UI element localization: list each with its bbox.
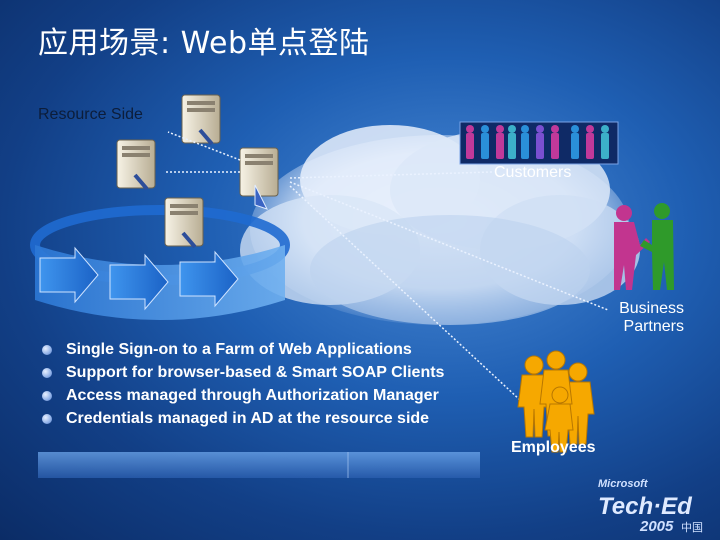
list-item: Support for browser-based & Smart SOAP C… [40,363,500,383]
bullet-icon [42,414,52,424]
list-item: Single Sign-on to a Farm of Web Applicat… [40,340,500,360]
bullet-text: Access managed through Authorization Man… [66,387,439,404]
business-partners-label-line2: Partners [623,318,684,335]
key-icon [133,128,268,249]
employees-label: Employees [511,439,596,456]
cloud-icon [240,125,640,325]
list-item: Credentials managed in AD at the resourc… [40,409,500,429]
tech-ed-logo: Microsoft Tech·Ed 2005 中国 [598,478,703,535]
bullet-icon [42,368,52,378]
bullet-text: Single Sign-on to a Farm of Web Applicat… [66,341,412,358]
arrow-icon [39,246,239,311]
bullet-text: Credentials managed in AD at the resourc… [66,410,430,427]
logo-year: 2005 [639,518,674,535]
bullet-text: Support for browser-based & Smart SOAP C… [66,364,445,381]
business-partners-label-line1: Business [619,300,684,317]
resource-side-label: Resource Side [38,106,143,123]
bullet-icon [42,345,52,355]
people-icon [517,350,595,453]
connection-lines [165,131,609,401]
logo-event: Tech·Ed [598,493,693,520]
business-partners-label: Business Partners [606,300,684,336]
handshake-icon [614,203,674,290]
customers-label: Customers [494,164,572,181]
logo-region: 中国 [681,521,703,534]
people-icon [459,121,619,165]
highlight-band [38,452,480,478]
server-icon [116,94,279,247]
bullet-list: Single Sign-on to a Farm of Web Applicat… [40,340,500,432]
page-title: 应用场景: Web单点登陆 [38,26,370,61]
list-item: Access managed through Authorization Man… [40,386,500,406]
bullet-icon [42,391,52,401]
logo-brand: Microsoft [598,478,649,490]
